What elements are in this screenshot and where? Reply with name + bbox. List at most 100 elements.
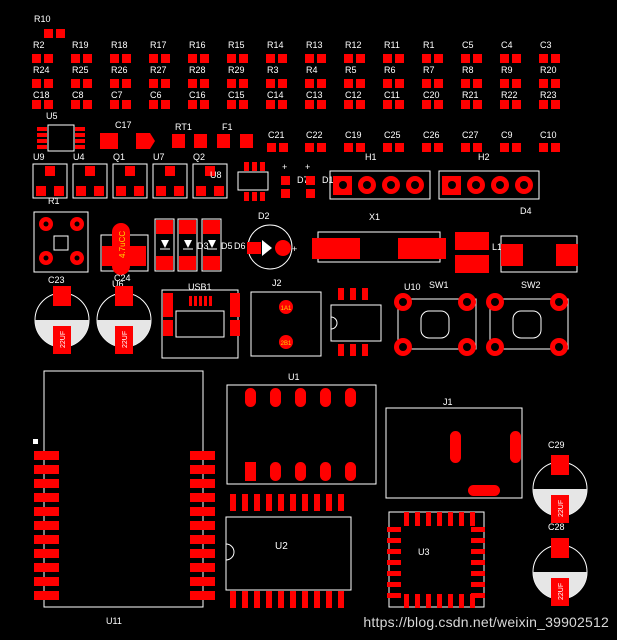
diode-outline: [177, 218, 198, 272]
watermark: https://blog.csdn.net/weixin_39902512: [363, 614, 609, 630]
u3-pin: [459, 594, 464, 608]
sw2-hole: [555, 298, 563, 306]
j1-pad: [450, 431, 461, 463]
u3-pin: [387, 593, 401, 598]
u11-outline: [43, 370, 204, 608]
u11-pin: [190, 465, 215, 474]
smd-pad: [305, 143, 314, 152]
label-sw2: SW2: [521, 280, 541, 290]
u8-pin: [252, 162, 257, 171]
usb1-pin: [204, 296, 207, 306]
label-f1: F1: [222, 122, 233, 132]
l1-pad: [501, 244, 523, 266]
smd-pad: [461, 54, 470, 63]
j2-pad-label: 1A1: [281, 306, 292, 312]
label-r19: R19: [72, 40, 89, 50]
smd-pad: [539, 143, 548, 152]
c24-pad: [115, 326, 133, 354]
smd-pad: [383, 100, 392, 109]
rt1-pad: [194, 134, 207, 148]
label-c8: C8: [72, 90, 84, 100]
u3-pin: [387, 560, 401, 565]
smd-pad: [110, 54, 119, 63]
label-c26: C26: [423, 130, 440, 140]
label-u3: U3: [418, 547, 430, 557]
smd-pad: [317, 79, 326, 88]
label-r13: R13: [306, 40, 323, 50]
smd-pad: [500, 143, 509, 152]
d1-pad: [306, 189, 315, 198]
u5-pin: [75, 127, 85, 131]
d4-pad: [455, 255, 489, 273]
u11-pin: [190, 493, 215, 502]
smd-pad: [383, 143, 392, 152]
smd-pad: [383, 54, 392, 63]
label-d5: D5: [221, 241, 233, 251]
sw1-outline: [397, 298, 477, 350]
u3-pin: [471, 549, 485, 554]
u5-pin: [37, 133, 47, 137]
c28-pad: [551, 538, 569, 558]
label-r2: R2: [33, 40, 45, 50]
u8-pin: [260, 162, 265, 171]
smd-pad: [44, 29, 53, 38]
label-r3: R3: [267, 65, 279, 75]
sot-pad: [45, 166, 55, 176]
u1-pin: [295, 388, 306, 407]
u2-pin: [242, 494, 248, 511]
c17-pad: [100, 133, 118, 149]
label-r24: R24: [33, 65, 50, 75]
label-d7: D7: [297, 175, 309, 185]
c24-value: 4.7uCC: [118, 231, 127, 258]
label-c19: C19: [345, 130, 362, 140]
label-r18: R18: [111, 40, 128, 50]
smd-pad: [266, 79, 275, 88]
smd-pad: [44, 79, 53, 88]
u5-pin: [75, 133, 85, 137]
smd-pad: [122, 54, 131, 63]
r1-hole: [74, 221, 80, 227]
sw1-hole: [463, 298, 471, 306]
sot-outline: [112, 163, 148, 199]
smd-pad: [383, 79, 392, 88]
u11-pin: [190, 577, 215, 586]
label-c5: C5: [462, 40, 474, 50]
u3-pin: [387, 538, 401, 543]
u11-pin: [34, 535, 59, 544]
label-r5: R5: [345, 65, 357, 75]
j2-pad: [279, 335, 293, 349]
u1-pin: [245, 388, 256, 407]
smd-pad: [500, 54, 509, 63]
smd-pad: [267, 143, 276, 152]
smd-pad: [500, 100, 509, 109]
smd-pad: [512, 100, 521, 109]
diode-outline: [201, 218, 222, 272]
label-sw1: SW1: [429, 280, 449, 290]
sw1-hole: [399, 298, 407, 306]
label-c29: C29: [548, 440, 565, 450]
label-c11: C11: [384, 90, 400, 100]
u5-pin: [75, 139, 85, 143]
label-h2: H2: [478, 152, 490, 162]
smd-pad: [344, 54, 353, 63]
smd-pad: [83, 100, 92, 109]
h2-hole: [448, 181, 456, 189]
smd-pad: [32, 79, 41, 88]
smd-pad: [434, 100, 443, 109]
h1-hole: [363, 181, 371, 189]
h1-hole: [339, 181, 347, 189]
sot-pad: [196, 186, 206, 196]
label-h1: H1: [365, 152, 377, 162]
label-u10: U10: [404, 282, 421, 292]
label-plus: +: [292, 244, 297, 254]
label-r12: R12: [345, 40, 362, 50]
h1-hole: [411, 181, 419, 189]
smd-pad: [227, 79, 236, 88]
u3-pin: [471, 571, 485, 576]
sot-pad: [116, 186, 126, 196]
d2-symbol: [262, 240, 272, 256]
u1-outline: [226, 384, 377, 485]
smd-pad: [317, 143, 326, 152]
smd-pad: [188, 54, 197, 63]
